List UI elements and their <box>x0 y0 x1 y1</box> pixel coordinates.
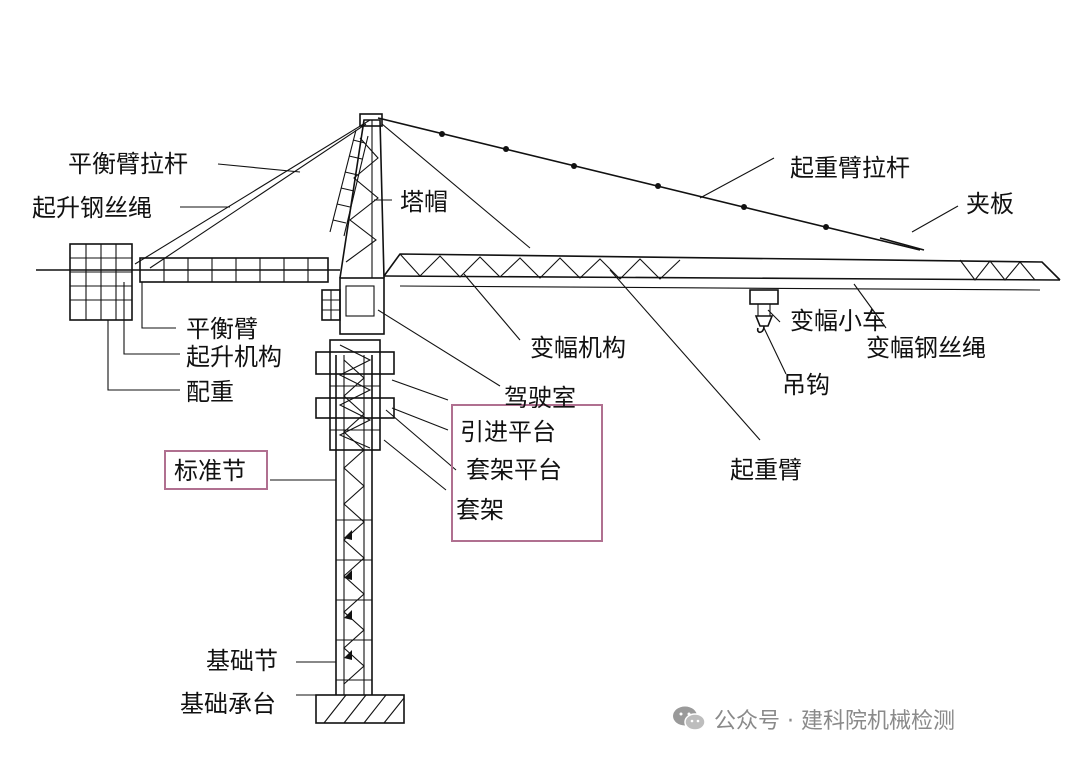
label-luffing-rope: 变幅钢丝绳 <box>866 334 986 362</box>
leader-lines <box>107 157 959 696</box>
label-lead-in-platform: 引进平台 <box>460 418 556 446</box>
label-tower-cap: 塔帽 <box>400 188 448 216</box>
climbing-frame <box>315 339 395 451</box>
label-climbing-frame: 套架 <box>456 496 504 524</box>
jib <box>383 253 1061 291</box>
label-climbing-platform: 套架平台 <box>466 456 562 484</box>
label-hoist-rope: 起升钢丝绳 <box>32 194 152 222</box>
label-base-section: 基础节 <box>206 647 278 675</box>
label-counter-jib: 平衡臂 <box>186 315 258 343</box>
counterweight-block <box>69 243 133 321</box>
watermark-text: 公众号 · 建科院机械检测 <box>714 709 955 734</box>
foundation-block <box>315 694 405 724</box>
label-counterweight: 配重 <box>186 378 234 406</box>
tower-cap <box>329 113 385 279</box>
label-luffing-mechanism: 变幅机构 <box>530 334 626 362</box>
label-foundation: 基础承台 <box>180 690 276 718</box>
highlight-boxes <box>164 404 603 542</box>
label-clamp-plate: 夹板 <box>966 190 1014 218</box>
label-hook: 吊钩 <box>782 371 830 399</box>
label-hoist-mechanism: 起升机构 <box>186 343 282 371</box>
labels: 平衡臂拉杆 起升钢丝绳 塔帽 起重臂拉杆 夹板 平衡臂 起升机构 配重 变幅机构… <box>32 150 1014 718</box>
label-cab: 驾驶室 <box>504 384 576 412</box>
cab-slewing <box>321 277 385 335</box>
label-jib-tie: 起重臂拉杆 <box>790 154 910 182</box>
label-standard-section: 标准节 <box>174 457 246 485</box>
mast <box>335 355 373 695</box>
counter-jib <box>36 257 340 283</box>
label-trolley: 变幅小车 <box>790 307 886 335</box>
watermark: 公众号 · 建科院机械检测 <box>672 703 955 735</box>
label-counter-jib-tie: 平衡臂拉杆 <box>68 150 188 178</box>
label-jib: 起重臂 <box>730 456 802 484</box>
tie-rods <box>134 117 925 269</box>
wechat-icon <box>673 706 706 731</box>
trolley-hook <box>749 289 779 334</box>
